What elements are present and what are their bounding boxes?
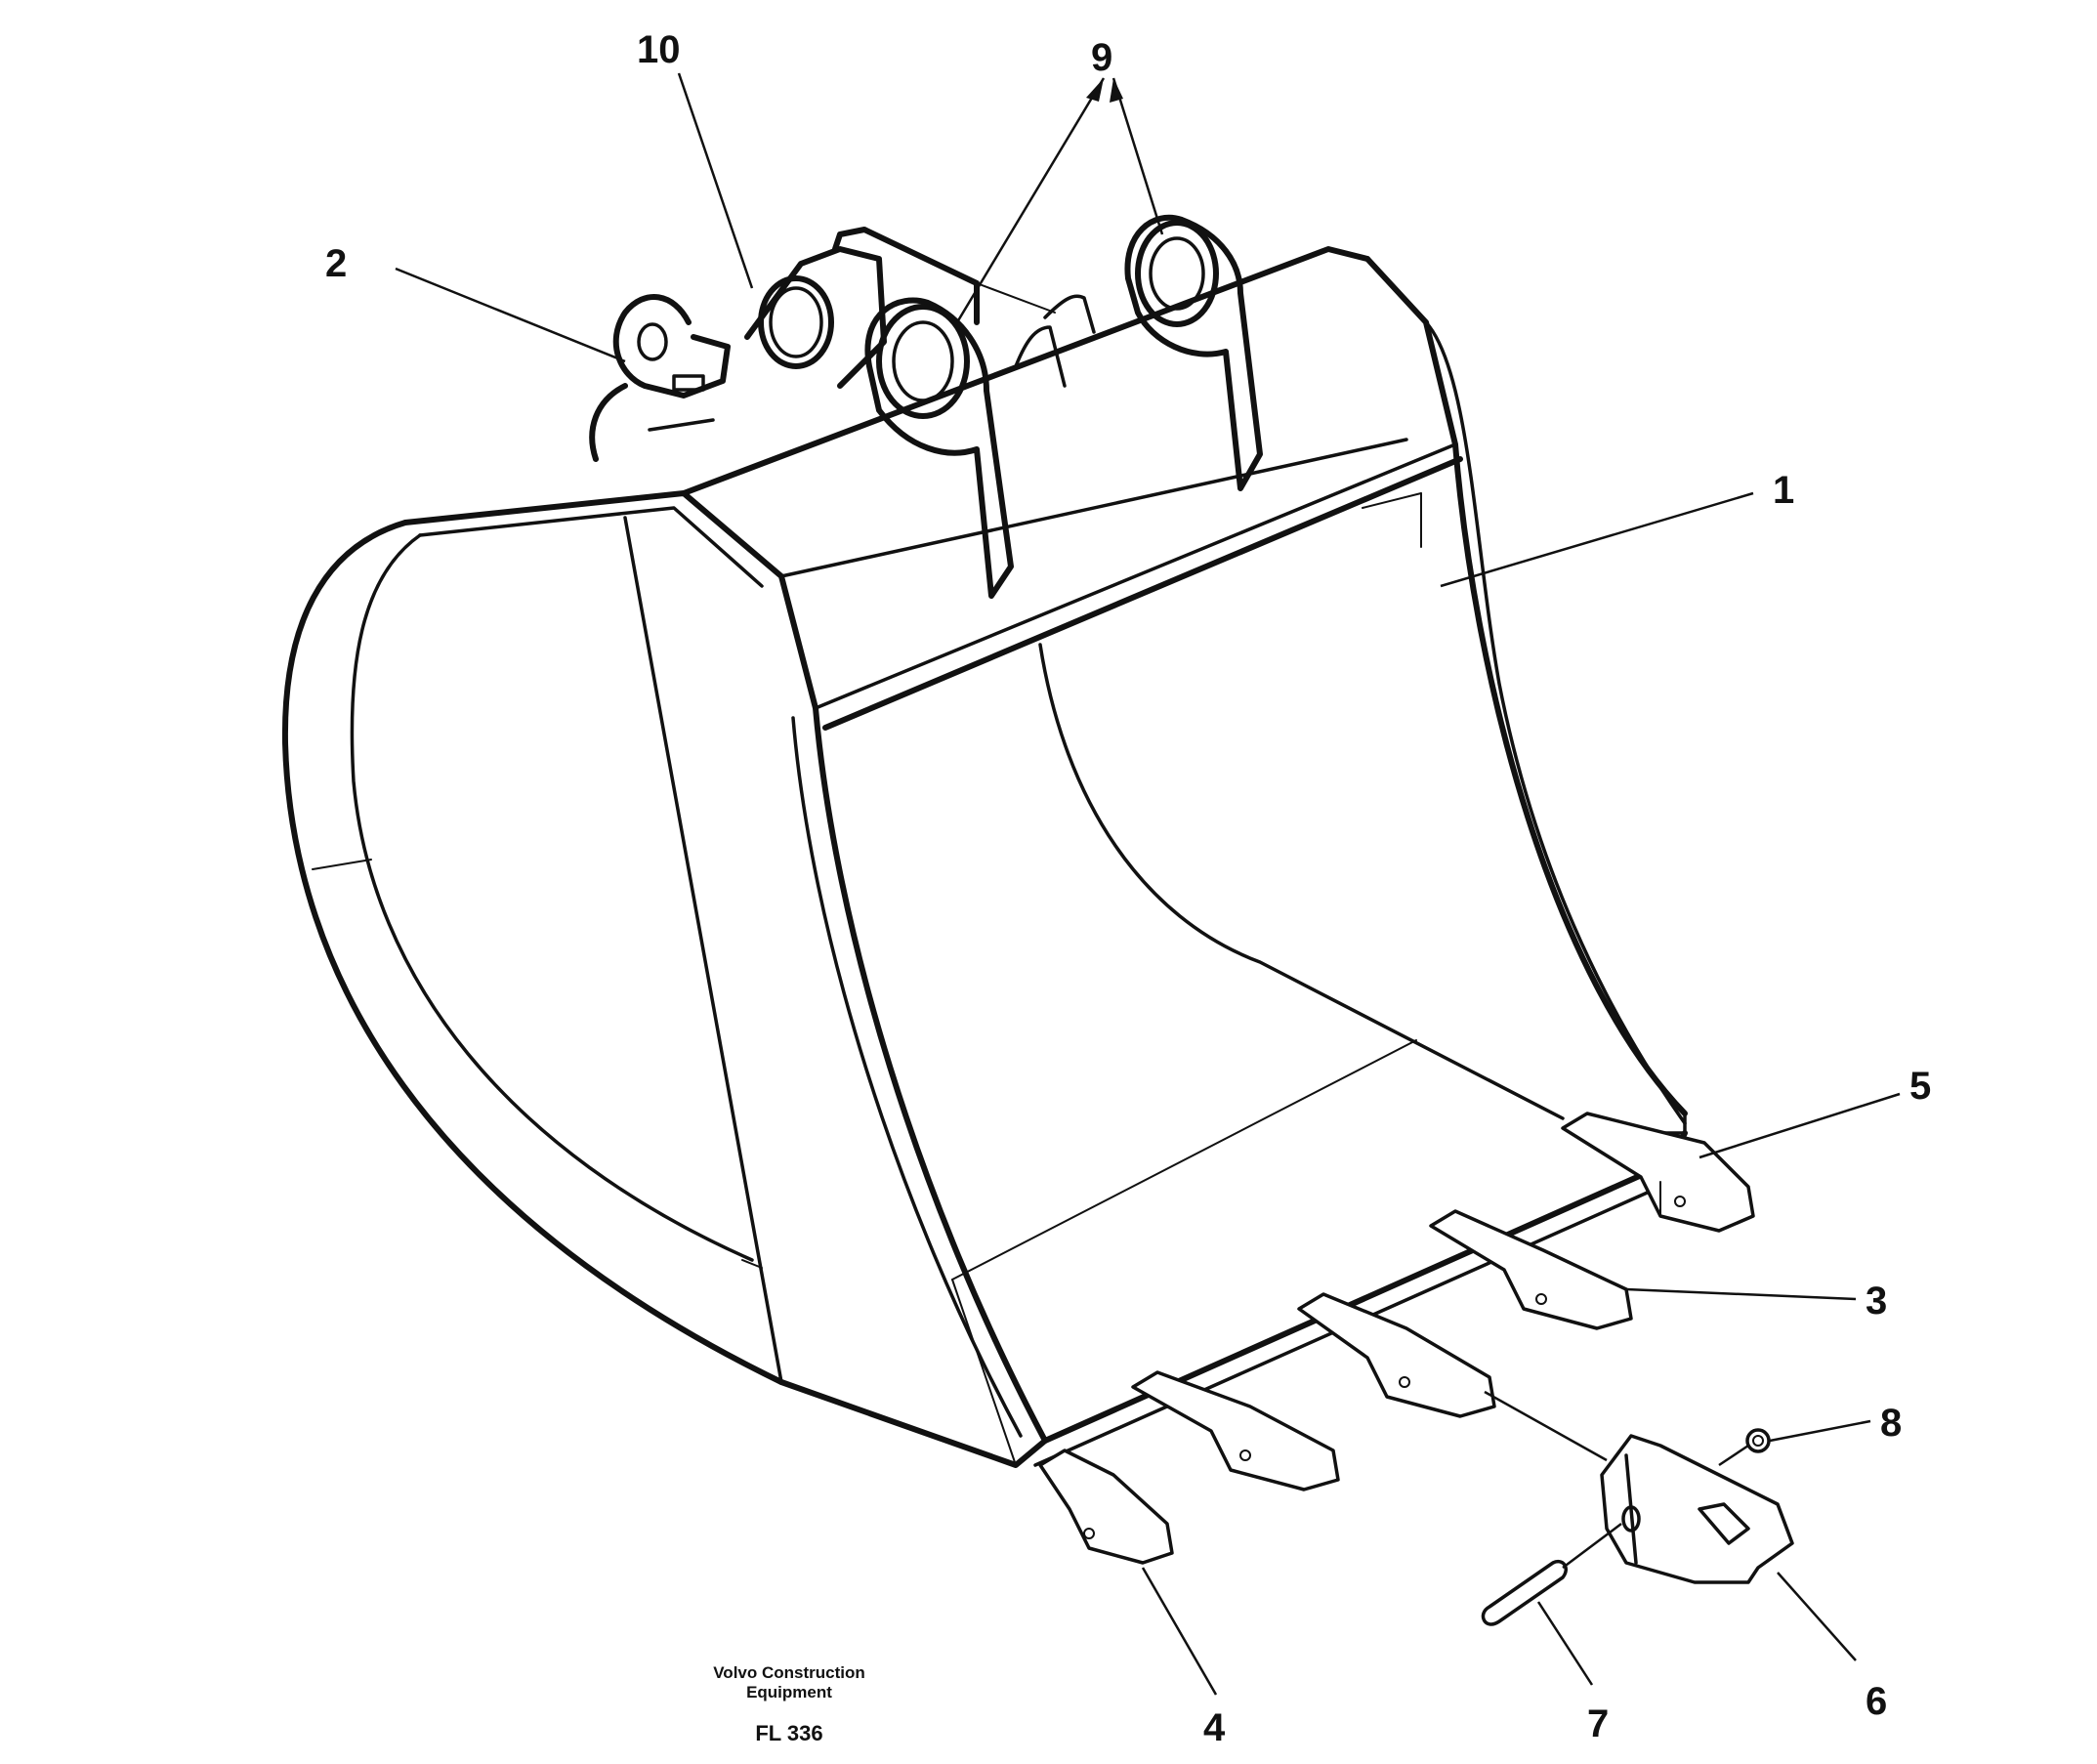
bucket-body [281, 246, 1688, 1468]
callout-1: 1 [1773, 469, 1794, 512]
leader-7 [1536, 1601, 1594, 1686]
leader-8 [1769, 1419, 1871, 1443]
bucket-teeth [1038, 1112, 1755, 1565]
leader-9a [955, 77, 1106, 323]
callout-8: 8 [1880, 1402, 1902, 1445]
callout-7: 7 [1587, 1702, 1609, 1745]
callout-2: 2 [325, 242, 347, 285]
leader-1 [1440, 491, 1754, 588]
leader-9a-arrow [1086, 78, 1104, 102]
mounting-lugs [589, 214, 1263, 599]
exploded-parts [1481, 1390, 1794, 1626]
leader-lines [395, 72, 1901, 1696]
callout-3: 3 [1866, 1280, 1887, 1323]
leader-9b [1111, 77, 1164, 235]
loose-tooth [1600, 1434, 1794, 1584]
callout-5: 5 [1909, 1065, 1931, 1108]
tooth-middle [1297, 1292, 1496, 1418]
lock-ring [1745, 1428, 1771, 1453]
tooth-4 [1038, 1449, 1174, 1565]
company-line-1: Volvo Construction [713, 1663, 865, 1682]
leader-4 [1141, 1567, 1218, 1696]
tooth-left-center [1131, 1370, 1340, 1491]
callout-4: 4 [1203, 1706, 1226, 1749]
leader-2 [395, 267, 626, 363]
tooth-5 [1561, 1112, 1755, 1233]
leader-3 [1625, 1287, 1857, 1301]
leader-6 [1777, 1572, 1857, 1661]
leader-5 [1699, 1092, 1901, 1159]
retaining-pin [1481, 1560, 1568, 1626]
callout-labels: 1 2 3 4 5 6 7 8 9 10 [325, 28, 1931, 1749]
callout-10: 10 [637, 28, 681, 71]
footer: Volvo Construction Equipment FL 336 [713, 1663, 865, 1745]
leader-9b-arrow [1110, 78, 1123, 103]
callout-9: 9 [1091, 36, 1112, 79]
leader-10 [677, 72, 754, 289]
company-line-2: Equipment [746, 1683, 832, 1701]
callout-6: 6 [1866, 1680, 1887, 1723]
tooth-3 [1429, 1209, 1633, 1330]
figure-code: FL 336 [755, 1721, 822, 1745]
